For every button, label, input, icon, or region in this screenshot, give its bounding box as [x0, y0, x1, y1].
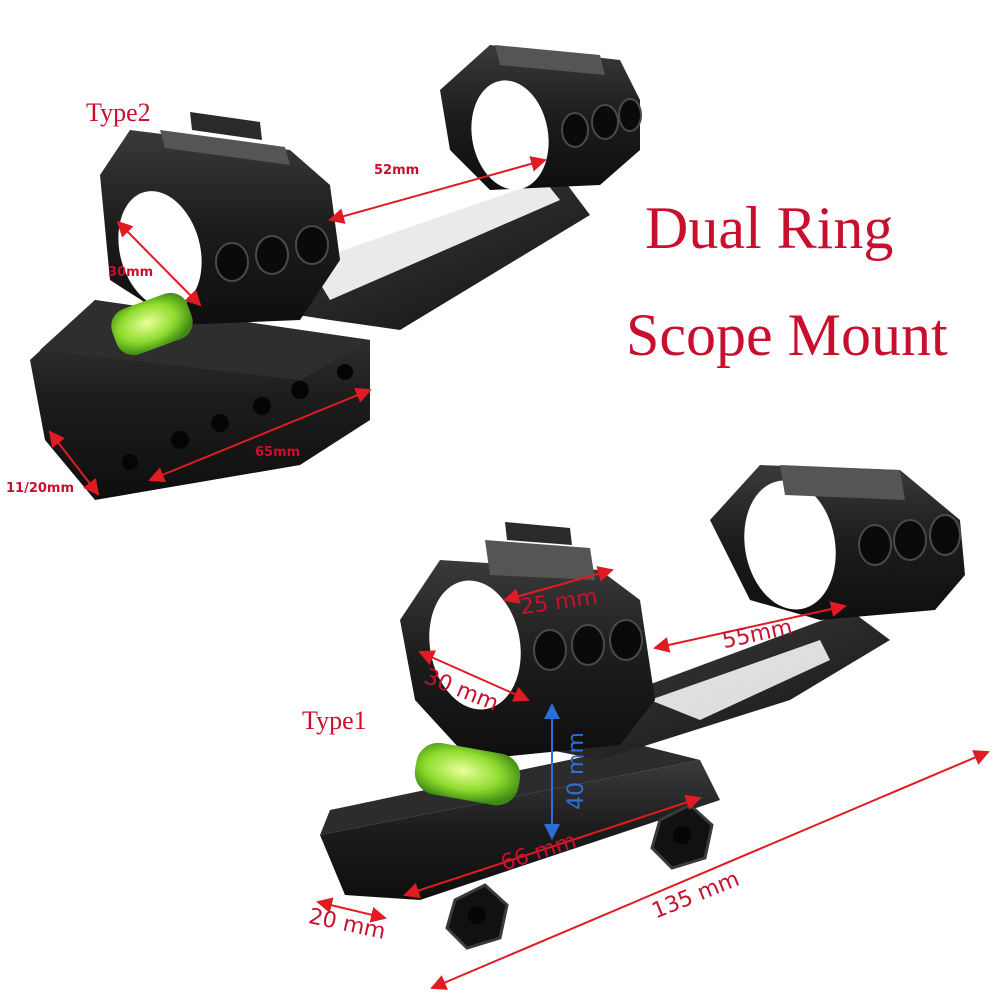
type2-ring-gap-label: 52mm: [374, 163, 420, 178]
type1-rail-width-arrow: [316, 897, 387, 923]
type2-rail-width-arrow: [48, 430, 100, 496]
type1-label: Type1: [302, 706, 367, 735]
type2-label: Type2: [86, 98, 151, 127]
type2-ring-gap-arrow: [328, 156, 547, 224]
title-line-1: Dual Ring: [645, 195, 894, 261]
type2-bubble-level: [111, 292, 193, 356]
title-line-2: Scope Mount: [626, 302, 948, 368]
type1-height-label: 40 mm: [563, 732, 589, 810]
type2-base-length-label: 65mm: [255, 445, 301, 460]
type1-ring-width-arrow: [503, 566, 614, 604]
type2-ring-diameter-label: 30mm: [108, 265, 154, 280]
type1-total-length-arrow: [430, 750, 990, 990]
type2-rail-width-label: 11/20mm: [6, 481, 75, 496]
type1-mount: [316, 465, 990, 990]
type2-ring-diameter-arrow: [116, 220, 202, 307]
type1-ring-gap-arrow: [653, 601, 847, 653]
type1-ring-diameter-arrow: [418, 650, 530, 702]
type2-mount: [30, 45, 642, 500]
type2-base-length-arrow: [148, 387, 372, 483]
